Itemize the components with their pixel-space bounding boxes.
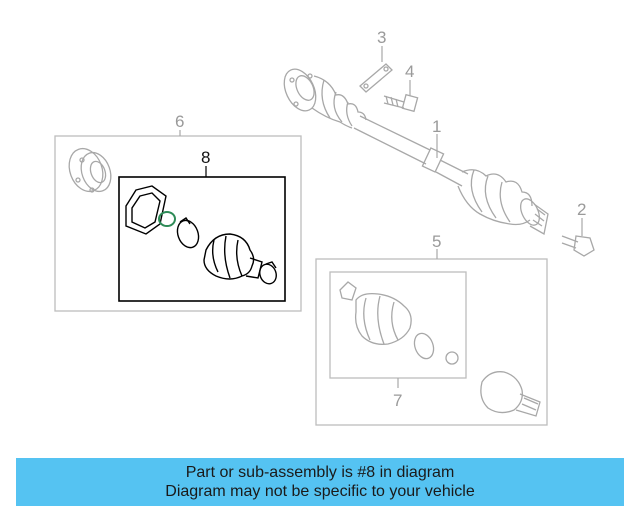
gasket (125, 185, 167, 235)
callout-5: 5 (432, 232, 441, 251)
cv-boot (203, 233, 255, 280)
assembly-box-5 (315, 258, 548, 426)
leader-lines (179, 46, 583, 388)
banner-line-1: Part or sub-assembly is #8 in diagram (185, 464, 455, 481)
callout-6: 6 (175, 112, 184, 131)
callout-3: 3 (377, 28, 386, 47)
callout-1: 1 (432, 117, 441, 136)
bolt-4 (383, 93, 419, 113)
assembly-box-8 (118, 176, 286, 302)
clamp-bracket (359, 63, 393, 93)
axle-shaft-assembly (283, 68, 549, 236)
outer-cv-joint (480, 371, 541, 417)
callout-4: 4 (405, 62, 414, 81)
wheel-hub-part (68, 147, 112, 193)
boot-kit-8 (125, 185, 277, 285)
callout-7: 7 (393, 391, 402, 410)
boot-clamp-small (176, 219, 200, 249)
circlip (158, 211, 176, 227)
bolt-2 (561, 235, 595, 257)
assembly-box-7 (329, 271, 467, 379)
assembly-box-6 (54, 135, 302, 312)
boot-kit-7 (339, 281, 459, 365)
boot-clamp-large (259, 263, 277, 285)
parts-diagram: 1 2 3 4 5 6 7 8 (54, 28, 595, 426)
banner-line-2: Diagram may not be specific to your vehi… (165, 483, 475, 500)
info-banner: Part or sub-assembly is #8 in diagram Di… (16, 458, 624, 506)
callout-2: 2 (577, 200, 586, 219)
callout-8: 8 (201, 148, 210, 167)
